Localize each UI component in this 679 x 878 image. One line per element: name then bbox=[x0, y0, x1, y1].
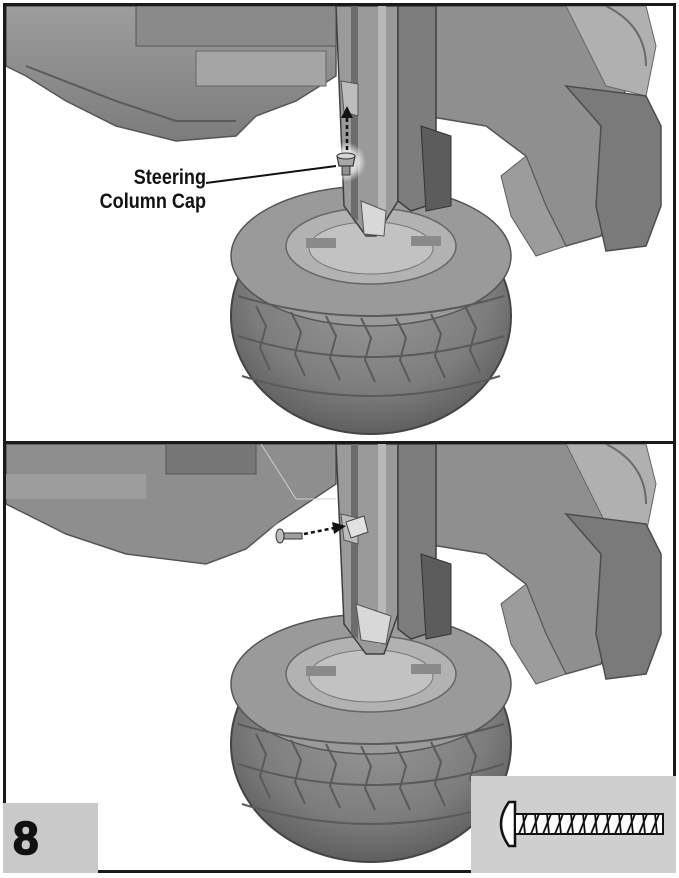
callout-leader bbox=[205, 165, 337, 184]
step-number-box: 8 bbox=[3, 803, 98, 873]
wheel bbox=[230, 613, 512, 863]
steering-column-cap bbox=[326, 142, 366, 182]
insert-arrow-up bbox=[341, 106, 353, 150]
vehicle-body bbox=[6, 444, 662, 685]
top-panel: Steering Column Cap bbox=[3, 3, 676, 445]
vehicle-body bbox=[6, 6, 662, 257]
callout-label: Steering Column Cap bbox=[94, 166, 206, 214]
callout-line-2: Column Cap bbox=[99, 190, 206, 213]
steering-column bbox=[335, 444, 452, 655]
screw-part bbox=[268, 520, 303, 552]
bottom-illustration bbox=[6, 444, 662, 863]
hardware-box bbox=[471, 776, 676, 873]
wheel bbox=[230, 185, 512, 435]
insert-arrow-right bbox=[303, 522, 346, 536]
screw-icon bbox=[499, 800, 664, 848]
step-number: 8 bbox=[12, 812, 40, 864]
callout-line-1: Steering bbox=[133, 166, 206, 189]
steering-column bbox=[335, 6, 452, 237]
top-illustration bbox=[6, 6, 662, 435]
